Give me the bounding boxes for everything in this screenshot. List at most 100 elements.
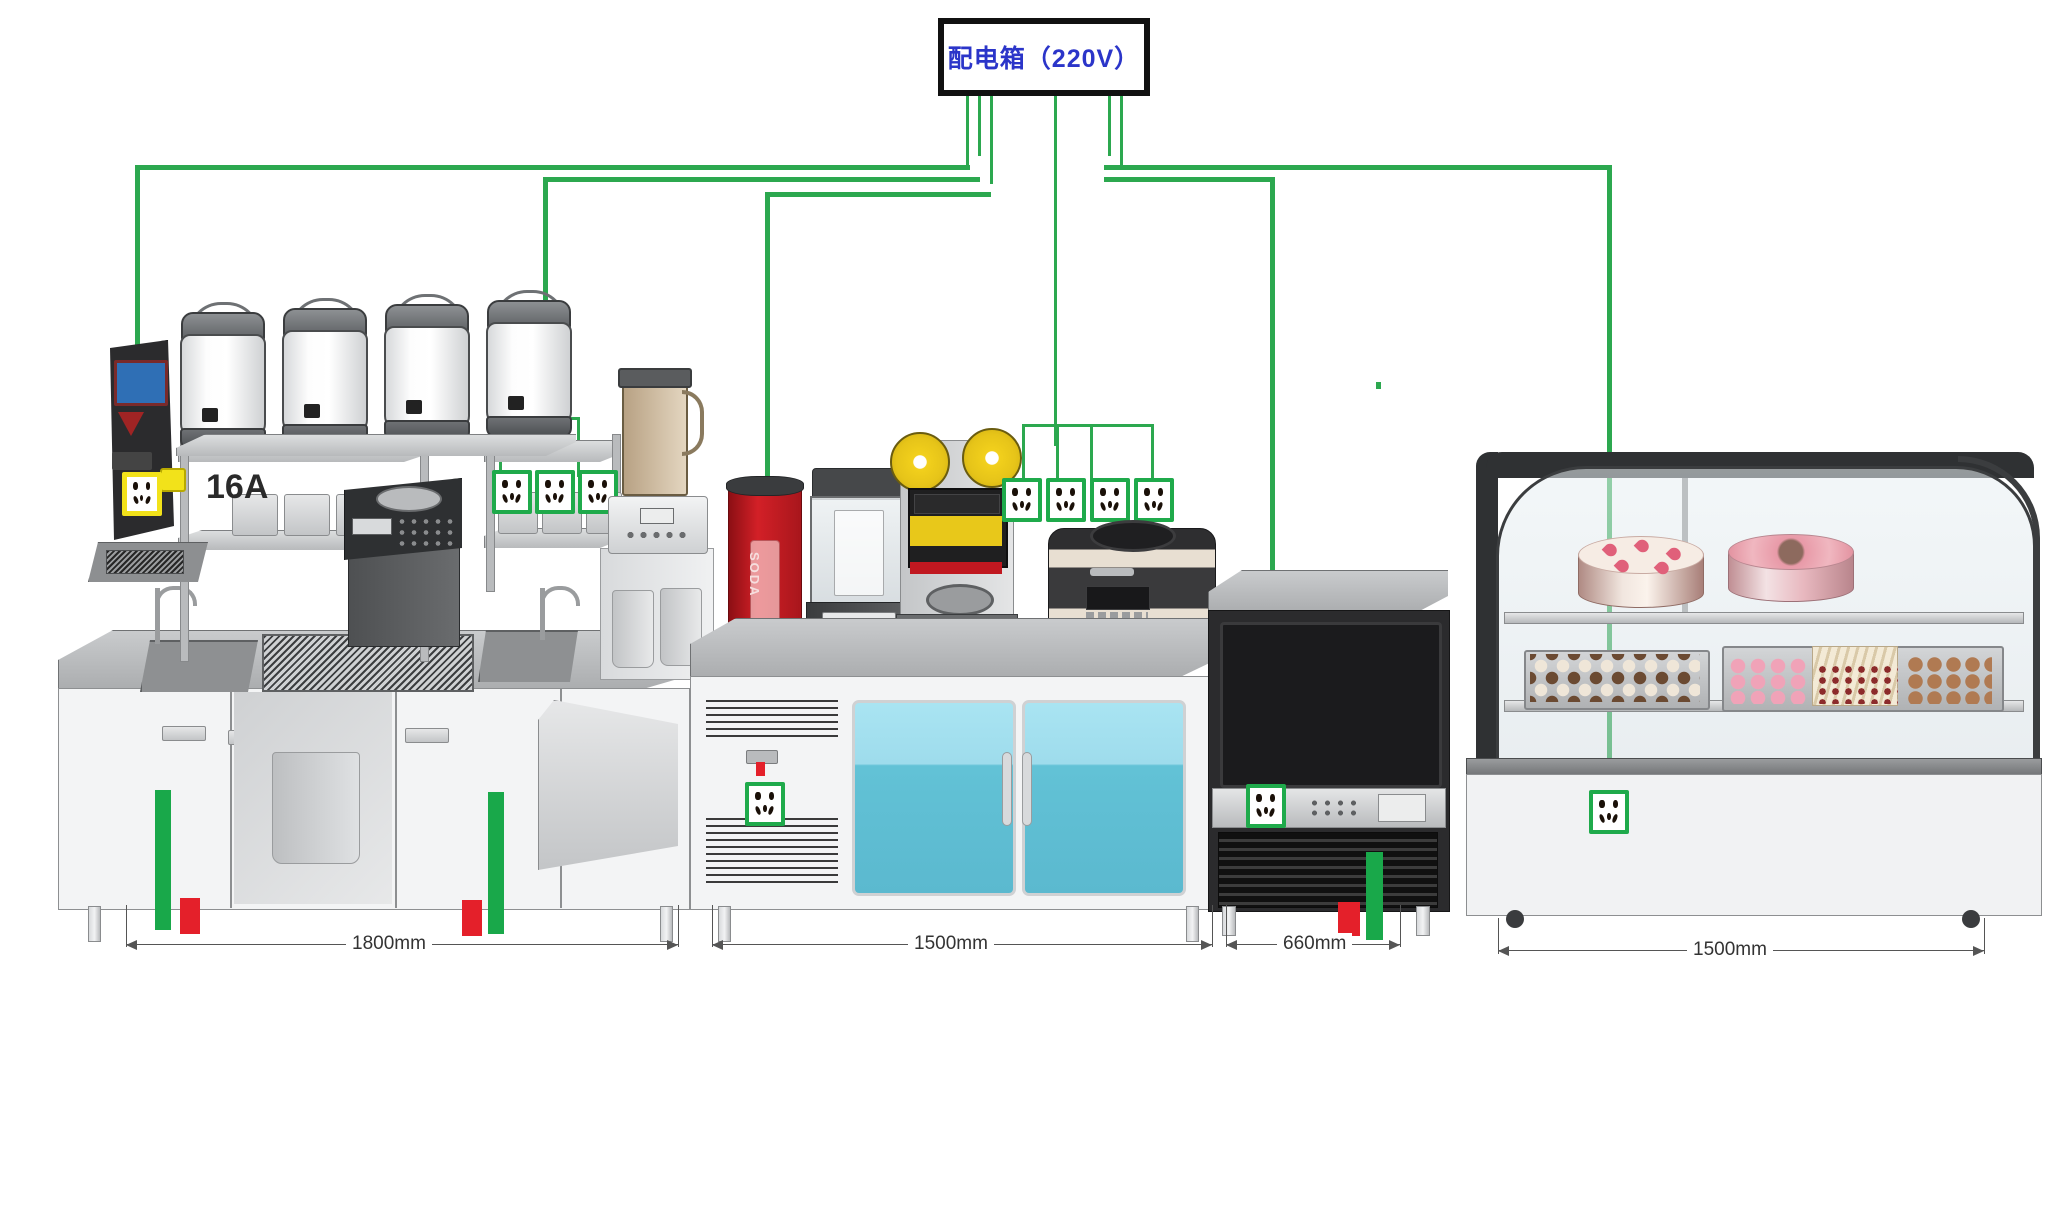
fridge-door-handle-left[interactable] — [1002, 752, 1012, 826]
boiler-drain-grate — [106, 550, 184, 574]
distribution-box[interactable]: 配电箱（220V） — [938, 18, 1150, 96]
prep-cabinet-divider-1 — [230, 688, 232, 908]
wire-branch-icemaker — [1270, 177, 1275, 777]
faucet-right-spout — [540, 586, 580, 606]
floor-marker-red-3 — [1338, 902, 1360, 936]
ice-maker-leg-1 — [1222, 906, 1236, 936]
water-boiler-drip-tray — [112, 452, 152, 470]
waste-bin-drawer[interactable] — [538, 700, 678, 870]
sink-basin-right — [478, 630, 578, 682]
blender-jar — [622, 380, 688, 496]
socket-face — [1138, 482, 1170, 518]
display-case-outlet[interactable] — [1589, 790, 1629, 834]
wire-sealer-riser-2 — [1056, 424, 1059, 482]
prep-cabinet-bucket — [272, 752, 360, 864]
prep-counter-leg-1 — [88, 906, 101, 942]
wire-drop-1 — [966, 96, 969, 168]
tea-urn-spigot-4[interactable] — [508, 396, 524, 410]
display-case-frame-left — [1476, 452, 1498, 772]
blender-base — [608, 496, 708, 554]
fridge-glass-door-right[interactable] — [1022, 700, 1186, 896]
dim-tick-1800-left — [126, 905, 127, 947]
prep-cabinet-handle-1[interactable] — [162, 726, 206, 741]
socket-face — [1593, 794, 1625, 830]
sealer-outlet-1[interactable] — [1002, 478, 1042, 522]
tea-urn-spigot-2[interactable] — [304, 404, 320, 418]
soda-machine-bottle — [750, 540, 780, 626]
wire-sealer-riser-3 — [1090, 424, 1093, 482]
wire-bus-right-1 — [1104, 165, 1612, 170]
ice-maker-top — [1208, 570, 1448, 614]
pink-donut-group — [1728, 658, 1806, 704]
tea-urn-body-2 — [282, 330, 368, 434]
blender-knobs[interactable] — [624, 528, 690, 542]
blender-bottle-1 — [612, 590, 654, 668]
sealer-yellow-banner — [910, 516, 1002, 546]
fridge-indicator-lamp — [756, 762, 765, 776]
fridge-glass-door-left[interactable] — [852, 700, 1016, 896]
sealer-warning-strip — [910, 562, 1002, 574]
work-counter-leg-1 — [718, 906, 731, 942]
fridge-vent-upper — [706, 700, 838, 742]
condiment-pan-1 — [232, 494, 278, 536]
tapioca-cooker-handle[interactable] — [1090, 568, 1134, 576]
condiment-pan-2 — [284, 494, 330, 536]
under-counter-fridge-outlet[interactable] — [745, 782, 785, 826]
faucet-right[interactable] — [540, 588, 545, 640]
tea-urn-shelf — [176, 434, 576, 456]
boiler-outlet[interactable] — [122, 472, 162, 516]
wire-drop-3 — [990, 96, 993, 184]
wire-sealer-header — [1022, 424, 1154, 427]
faucet-left[interactable] — [155, 588, 160, 644]
soda-machine-top — [726, 476, 804, 496]
dim-tick-1500a-right — [1212, 905, 1213, 947]
wire-branch-boiler — [135, 165, 140, 470]
sealer-film-reel-left — [890, 432, 950, 492]
dim-arrow-1800-right — [667, 940, 678, 950]
tapioca-cooker-lid-ring — [1090, 520, 1176, 552]
ice-maker-buttons[interactable] — [1308, 798, 1358, 816]
ice-maker-outlet[interactable] — [1246, 784, 1286, 828]
tapioca-cooker-display — [1086, 586, 1150, 610]
breaker-rating-label: 16A — [206, 468, 269, 506]
fridge-door-handle-right[interactable] — [1022, 752, 1032, 826]
wire-drop-4 — [1054, 96, 1057, 446]
sealer-outlet-2[interactable] — [1046, 478, 1086, 522]
plug-marker-icon — [160, 468, 186, 492]
dim-tick-660-left — [1226, 905, 1227, 947]
display-case-shelf-upper — [1504, 612, 2024, 624]
tea-urn-spigot-3[interactable] — [406, 400, 422, 414]
dim-arrow-1500a-left — [712, 940, 723, 950]
floor-marker-red-2 — [462, 900, 482, 936]
tea-urn-outlet-1[interactable] — [492, 470, 532, 514]
sealer-outlet-4[interactable] — [1134, 478, 1174, 522]
tea-urn-outlet-2[interactable] — [535, 470, 575, 514]
socket-face — [496, 474, 528, 510]
dim-tick-1500b-right — [1984, 918, 1985, 954]
prep-cabinet-handle-3[interactable] — [405, 728, 449, 743]
blender-jar-lid[interactable] — [618, 368, 692, 388]
tart-group — [1816, 664, 1898, 704]
socket-face — [1094, 482, 1126, 518]
dim-arrow-660-right — [1389, 940, 1400, 950]
wire-drop-5 — [1108, 96, 1111, 156]
dim-arrow-1500b-right — [1973, 946, 1984, 956]
fructose-dispenser-keypad[interactable] — [396, 516, 456, 550]
display-case-base — [1466, 774, 2042, 916]
prep-counter-leg-2 — [660, 906, 673, 942]
wire-sealer-riser-1 — [1022, 424, 1025, 482]
wire-bus-left-1 — [135, 165, 970, 170]
upper-shelf-right-post-1 — [486, 440, 495, 592]
work-counter-leg-2 — [1186, 906, 1199, 942]
faucet-left-spout — [155, 586, 197, 606]
sealer-lcd — [914, 494, 1000, 514]
fructose-dispenser-display — [352, 518, 392, 535]
ice-maker-door[interactable] — [1220, 622, 1442, 788]
tea-urn-spigot-1[interactable] — [202, 408, 218, 422]
enclosure-blender-jar — [834, 510, 884, 596]
display-case-caster-left — [1506, 910, 1524, 928]
dim-tick-1500b-left — [1498, 918, 1499, 954]
muffin-group — [1906, 656, 1992, 704]
sealer-outlet-3[interactable] — [1090, 478, 1130, 522]
fridge-vent-lower — [706, 818, 838, 884]
